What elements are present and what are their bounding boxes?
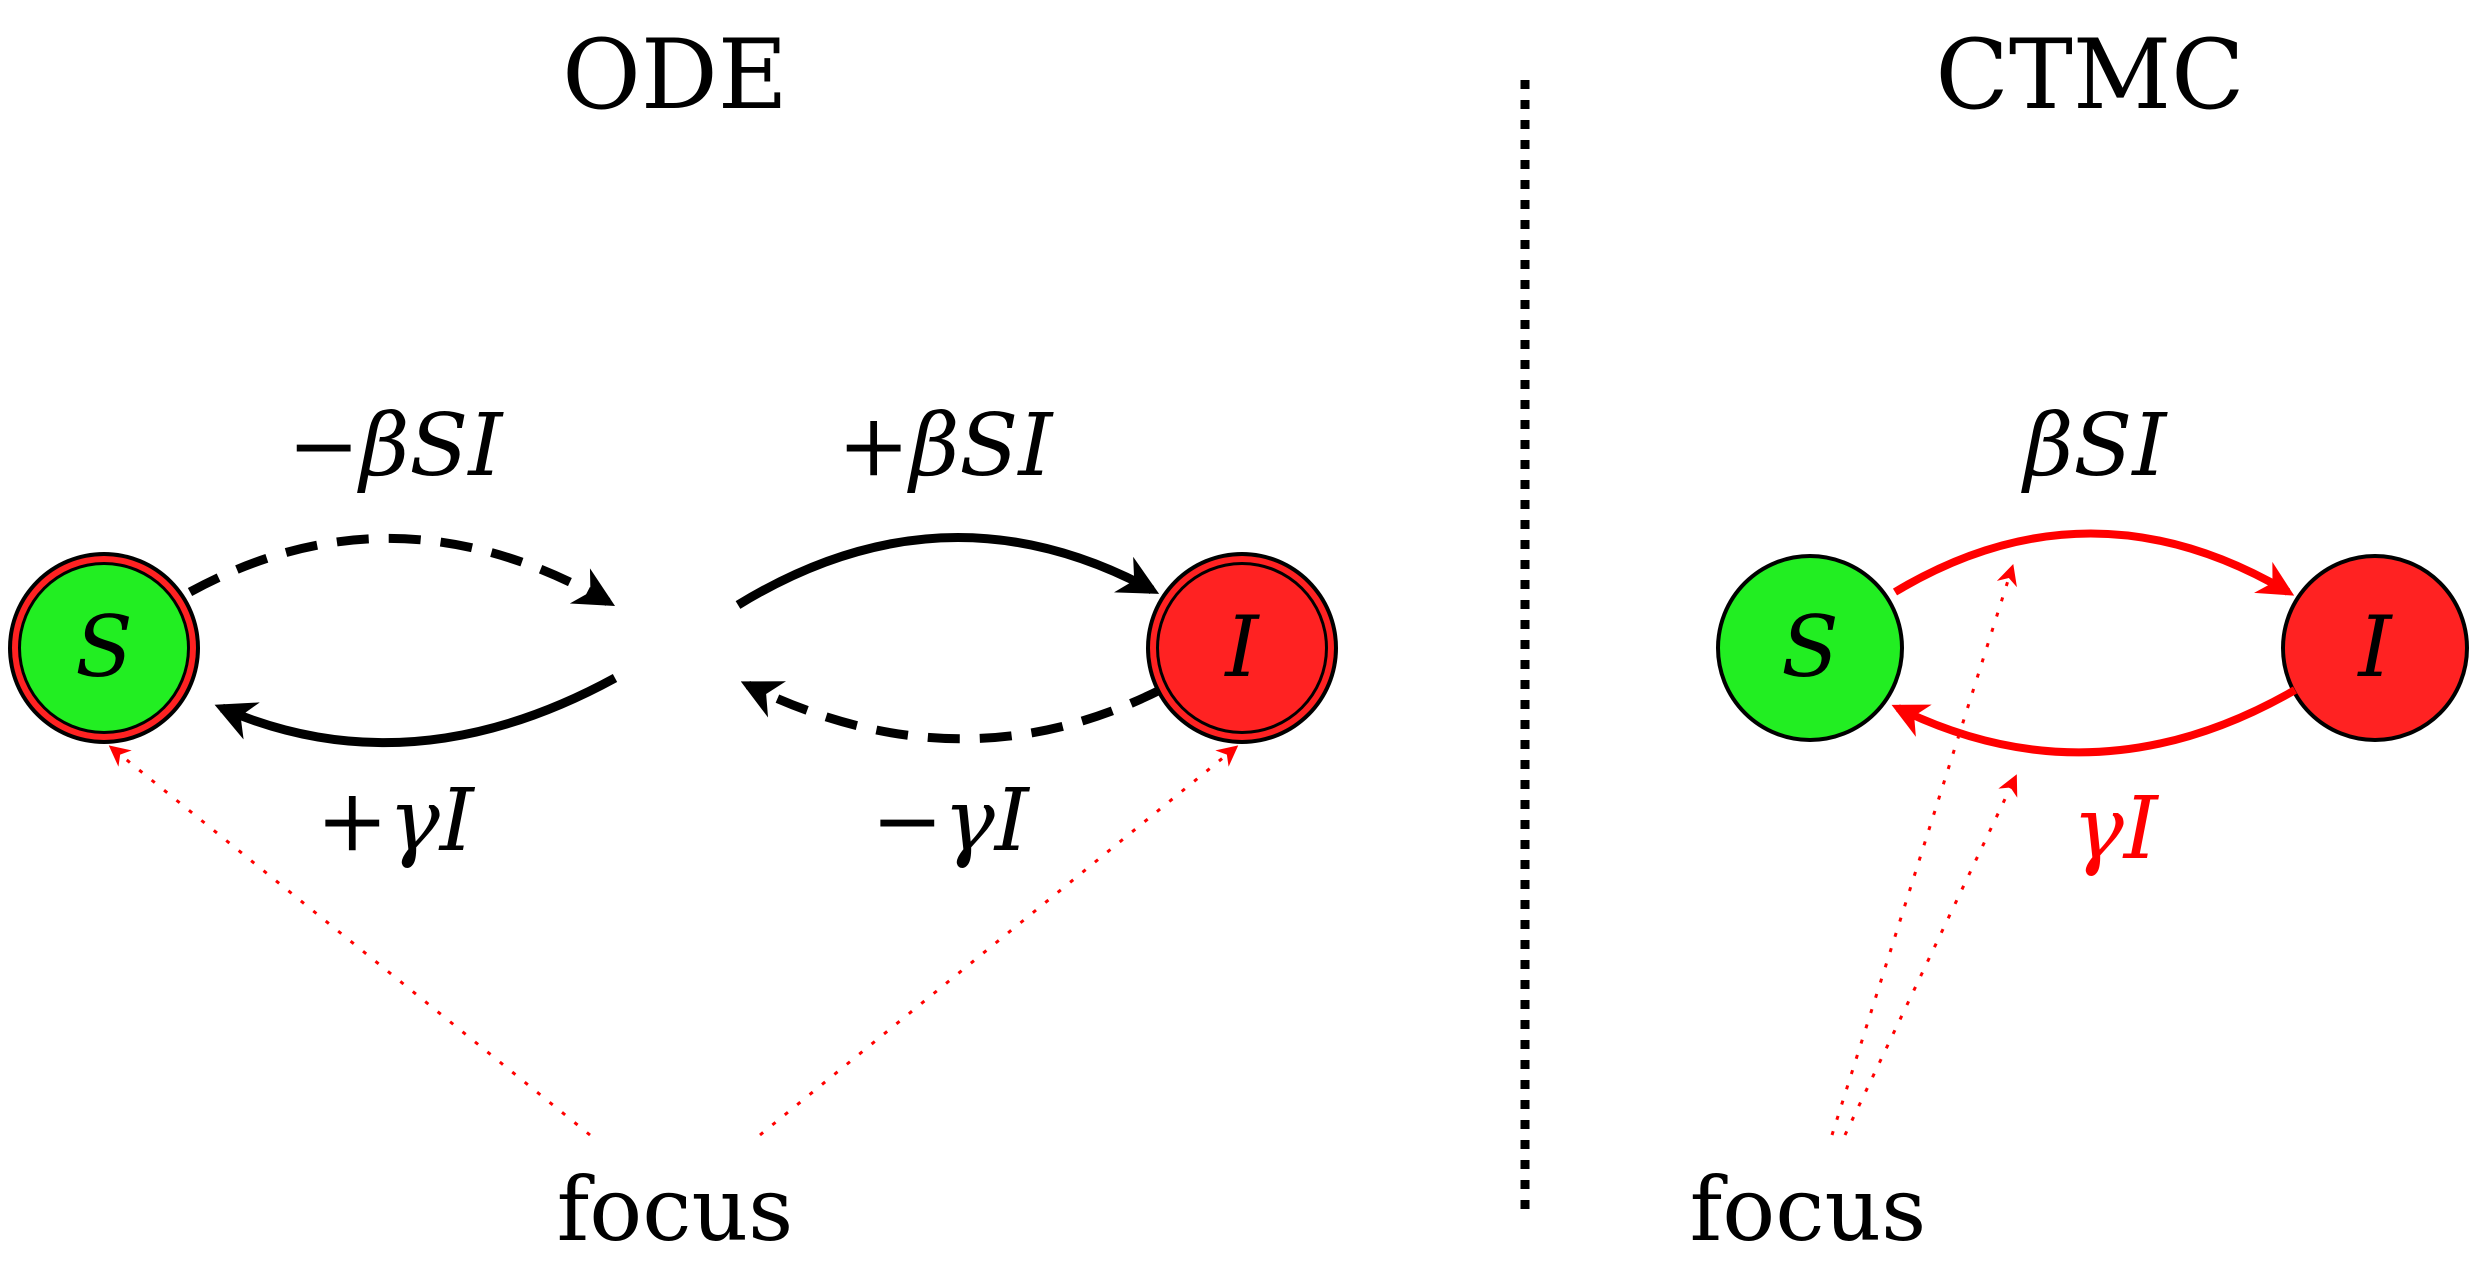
ode-title: ODE [562,19,788,131]
ode-arrow-in-to-i [735,533,1160,609]
ode-focus-arrow-to-s [108,745,591,1137]
ctmc-arrow-s-to-i [1892,529,2295,596]
ctmc-node-i-label: I [2356,598,2393,696]
ode-node-i: I [1146,552,1338,744]
ode-label-minus-gamma-i: −γI [871,771,1030,871]
ode-panel: ODE S I −βSI +βSI +γI −γI [8,19,1338,1261]
ctmc-node-i: I [2281,554,2469,742]
ctmc-focus-label: focus [1690,1158,1927,1261]
ctmc-arrow-i-to-s [1891,686,2297,757]
ctmc-focus-arrow-to-beta [1830,563,2017,1136]
ode-label-plus-beta-si: +βSI [838,396,1055,496]
ode-node-s-label: S [75,598,133,696]
ctmc-focus-arrow-to-gamma [1843,774,2018,1136]
ode-arrow-i-out-dashed [740,680,1163,744]
ode-focus-label: focus [557,1158,794,1261]
ode-node-s: S [8,552,200,744]
ode-label-plus-gamma-i: +γI [316,771,475,871]
ctmc-label-gamma-i: γI [2072,779,2159,879]
ctmc-panel: CTMC S I βSI γI focus [1690,19,2469,1261]
ctmc-title: CTMC [1935,19,2244,131]
ode-focus-arrow-to-i [759,745,1239,1137]
ode-node-i-label: I [1223,598,1260,696]
ctmc-node-s-label: S [1781,598,1839,696]
ode-arrow-s-out-dashed [187,534,616,607]
ode-label-minus-beta-si: −βSI [288,396,505,496]
ode-arrow-in-to-s [214,674,618,748]
ctmc-label-beta-si: βSI [2021,396,2169,496]
ctmc-node-s: S [1716,554,1904,742]
